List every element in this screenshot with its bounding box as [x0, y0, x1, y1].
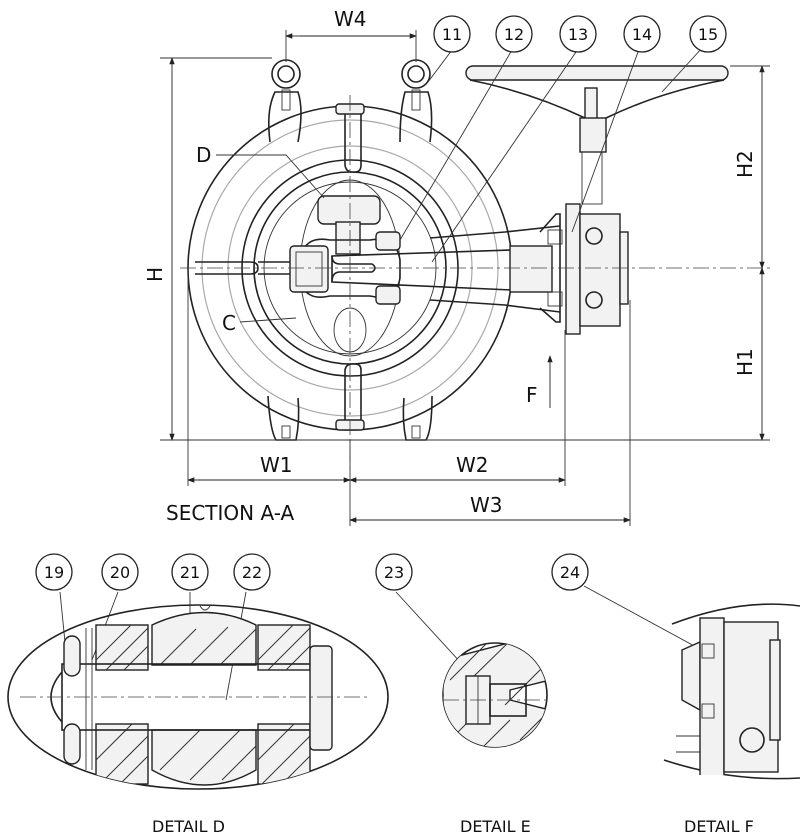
detail-d-caption: DETAIL D [152, 817, 225, 836]
svg-text:12: 12 [504, 25, 524, 44]
balloon-13: 13 [559, 15, 597, 53]
svg-text:22: 22 [242, 563, 262, 582]
detail-f-view [663, 603, 800, 780]
dim-w2-label: W2 [456, 453, 489, 477]
balloon-12: 12 [495, 15, 533, 53]
balloon-19: 19 [35, 553, 73, 591]
balloon-14: 14 [623, 15, 661, 53]
balloon-11: 11 [433, 15, 471, 53]
dim-w4-label: W4 [334, 7, 367, 31]
detail-marker-c: C [222, 311, 236, 335]
dim-h-label: H [143, 267, 167, 282]
detail-d-view [7, 604, 389, 790]
svg-text:23: 23 [384, 563, 404, 582]
centerlines [180, 95, 770, 470]
detail-e-view [442, 642, 548, 748]
svg-text:11: 11 [442, 25, 462, 44]
balloon-15: 15 [689, 15, 727, 53]
dim-w1-label: W1 [260, 453, 293, 477]
section-title: SECTION A-A [166, 501, 294, 525]
section-a-a-view [187, 59, 729, 441]
svg-text:14: 14 [632, 25, 652, 44]
svg-text:15: 15 [698, 25, 718, 44]
balloon-20: 20 [101, 553, 139, 591]
balloon-21: 21 [171, 553, 209, 591]
balloon-22: 22 [233, 553, 271, 591]
dimensions: W4 H H2 H1 W1 W2 W3 [143, 7, 770, 526]
balloon-23: 23 [375, 553, 413, 591]
dim-h2-label: H2 [733, 150, 757, 178]
dim-w3-label: W3 [470, 493, 503, 517]
svg-text:21: 21 [180, 563, 200, 582]
balloon-24: 24 [551, 553, 589, 591]
svg-text:13: 13 [568, 25, 588, 44]
svg-text:24: 24 [560, 563, 580, 582]
detail-f-caption: DETAIL F [684, 817, 754, 836]
detail-marker-f: F [526, 383, 538, 407]
dim-h1-label: H1 [733, 348, 757, 376]
detail-e-caption: DETAIL E [460, 817, 531, 836]
detail-marker-d: D [196, 143, 211, 167]
svg-text:20: 20 [110, 563, 130, 582]
svg-text:19: 19 [44, 563, 64, 582]
detail-markers: D C F [196, 143, 553, 408]
